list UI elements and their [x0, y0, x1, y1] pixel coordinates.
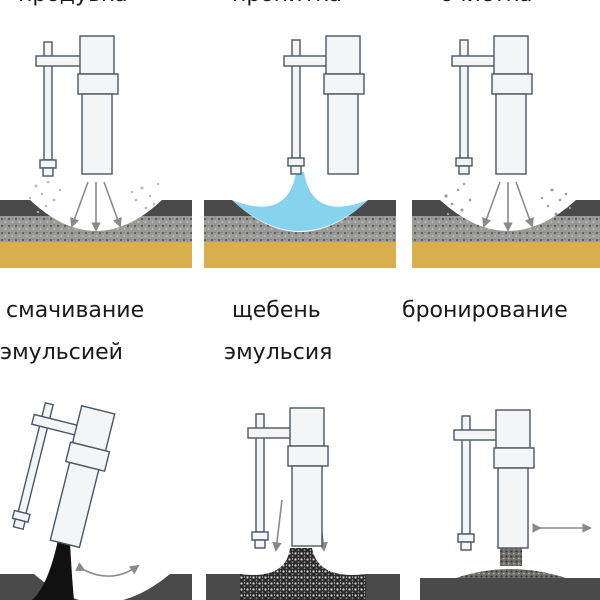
- armoring-jet-icon: [456, 548, 566, 578]
- panel-blowing: [0, 35, 192, 268]
- water-jet-icon: [232, 172, 368, 231]
- caption-gravel-line-1: щебень: [232, 298, 321, 323]
- panel-impregnation: [204, 35, 396, 268]
- nozzle-tool: [247, 407, 329, 549]
- nozzle-tool: [451, 35, 533, 175]
- caption-armoring: бронирование: [402, 298, 568, 323]
- caption-cleaning: очистка: [440, 0, 532, 10]
- caption-wetting-line-2: эмульсией: [0, 340, 123, 365]
- emulsion-jet-icon: [32, 540, 140, 600]
- caption-gravel-line-2: эмульсия: [224, 340, 333, 365]
- caption-blowing: продувка: [18, 0, 128, 10]
- nozzle-tool: [11, 401, 116, 549]
- caption-wetting-line-1: смачивание: [6, 298, 145, 323]
- panel-gravel-emulsion: [206, 407, 400, 600]
- caption-impregnation: пропитка: [232, 0, 342, 10]
- panel-wetting-emulsion: [0, 401, 192, 600]
- panel-armoring: [420, 409, 600, 600]
- air-jet-icon: [28, 180, 160, 232]
- nozzle-tool: [453, 409, 535, 551]
- panel-cleaning: [412, 35, 600, 268]
- nozzle-tool: [35, 35, 119, 177]
- cleaning-jet-icon: [444, 181, 572, 232]
- nozzle-tool: [283, 35, 365, 175]
